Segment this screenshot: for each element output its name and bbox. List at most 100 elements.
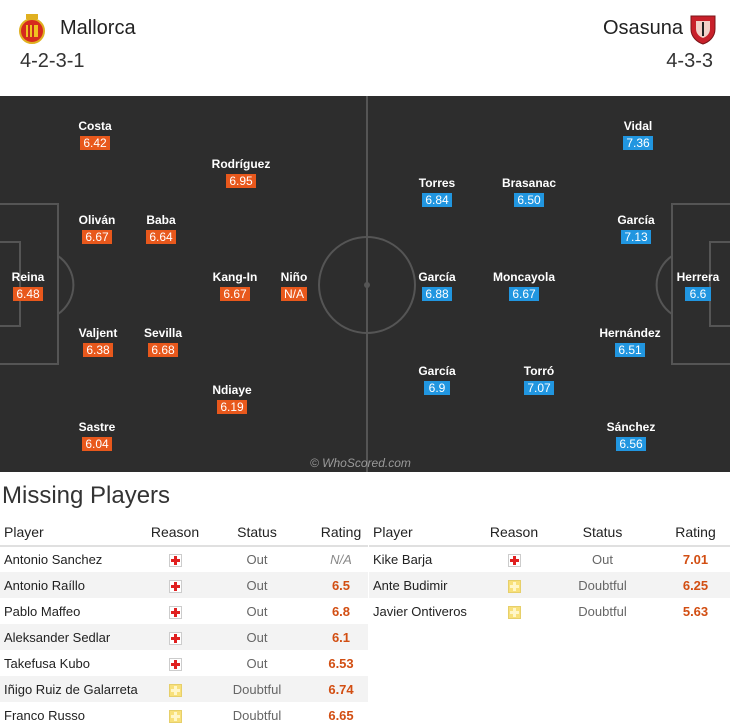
away-formation: 4-3-3 [666, 50, 713, 72]
away-player-rcb[interactable]: Hernández 6.51 [599, 326, 661, 357]
home-team-name[interactable]: Mallorca [60, 17, 136, 39]
player-rating: 6.84 [422, 193, 452, 207]
player-rating: 6.95 [226, 174, 256, 188]
rating-cell: 6.1 [314, 624, 368, 650]
home-player-rcb[interactable]: Valjent 6.38 [78, 326, 118, 357]
player-rating: 7.13 [621, 230, 651, 244]
player-rating: 7.36 [623, 136, 653, 150]
pitch-lines [0, 96, 730, 472]
player-link[interactable]: Pablo Maffeo [4, 603, 81, 619]
status-cell: Doubtful [578, 603, 627, 619]
col-reason-header[interactable]: Reason [150, 518, 200, 547]
pitch: Reina 6.48 Costa 6.42 Oliván 6.67 Valjen… [0, 96, 730, 472]
home-player-cam[interactable]: Kang-In 6.67 [212, 270, 258, 301]
status-cell: Doubtful [232, 707, 282, 723]
rating-cell: N/A [330, 552, 352, 567]
rating-cell: 7.01 [682, 552, 709, 567]
match-header: Mallorca 4-2-3-1 Osasuna 4-3-3 [0, 0, 730, 96]
player-rating: 6.51 [615, 343, 645, 357]
injury-icon [168, 657, 182, 671]
table-row: Pablo Maffeo Out 6.8 [0, 598, 368, 624]
player-rating: 6.67 [509, 287, 539, 301]
col-status-header[interactable]: Status [200, 518, 314, 547]
status-cell: Doubtful [200, 676, 314, 702]
status-cell: Doubtful [544, 572, 661, 598]
away-player-rcm[interactable]: Torró 7.07 [523, 364, 555, 395]
injury-icon [507, 554, 521, 568]
home-player-lam[interactable]: Rodríguez 6.95 [211, 157, 271, 188]
status-cell: Out [246, 655, 268, 671]
player-rating: 6.67 [82, 230, 112, 244]
rating-cell: 6.65 [328, 707, 354, 723]
player-rating: 6.56 [616, 437, 646, 451]
rating-cell: 6.8 [331, 603, 351, 619]
player-link[interactable]: Javier Ontiveros [373, 603, 467, 619]
home-player-gk[interactable]: Reina 6.48 [11, 270, 45, 301]
table-row: Iñigo Ruiz de Galarreta Doubtful 6.74 [0, 676, 368, 702]
home-player-ram[interactable]: Ndiaye 6.19 [212, 383, 252, 414]
injury-icon [168, 605, 182, 619]
away-player-lb[interactable]: Vidal 7.36 [623, 119, 653, 150]
player-link[interactable]: Antonio Sanchez [4, 552, 103, 567]
injury-icon [168, 631, 182, 645]
missing-players-title: Missing Players [2, 482, 171, 509]
away-missing-table: Player Reason Status Rating Kike Barja O… [369, 518, 730, 624]
table-row: Javier Ontiveros Doubtful 5.63 [369, 598, 730, 624]
home-missing-table: Player Reason Status Rating Antonio Sanc… [0, 518, 368, 725]
away-player-st[interactable]: García 6.88 [418, 270, 456, 301]
away-team-name[interactable]: Osasuna [602, 17, 683, 39]
player-rating: 6.6 [685, 287, 711, 301]
player-link[interactable]: Kike Barja [373, 552, 433, 567]
col-reason-header[interactable]: Reason [484, 518, 544, 547]
table-row: Franco Russo Doubtful 6.65 [0, 702, 368, 725]
status-cell: Out [200, 572, 314, 598]
away-player-lcm[interactable]: Brasanac 6.50 [501, 176, 557, 207]
player-link[interactable]: Takefusa Kubo [4, 655, 91, 671]
player-rating: 6.50 [514, 193, 544, 207]
away-player-cm[interactable]: Moncayola 6.67 [492, 270, 555, 301]
table-row: Ante Budimir Doubtful 6.25 [369, 572, 730, 598]
home-player-rdm[interactable]: Sevilla 6.68 [143, 326, 183, 357]
player-link[interactable]: Iñigo Ruiz de Galarreta [0, 676, 150, 702]
home-player-st[interactable]: Niño N/A [280, 270, 308, 301]
player-rating: 6.9 [424, 381, 450, 395]
doubtful-icon [168, 709, 182, 723]
player-link[interactable]: Ante Budimir [369, 572, 484, 598]
col-player-header[interactable]: Player [369, 518, 484, 547]
away-player-rb[interactable]: Sánchez 6.56 [606, 420, 656, 451]
status-cell: Out [592, 552, 613, 567]
home-player-rb[interactable]: Sastre 6.04 [78, 420, 116, 451]
away-player-lw[interactable]: Torres 6.84 [418, 176, 456, 207]
col-player-header[interactable]: Player [0, 518, 150, 547]
rating-cell: 6.25 [661, 572, 730, 598]
player-link[interactable]: Aleksander Sedlar [0, 624, 150, 650]
away-player-rw[interactable]: García 6.9 [418, 364, 456, 395]
home-player-lcb[interactable]: Oliván 6.67 [78, 213, 116, 244]
home-player-ldm[interactable]: Baba 6.64 [146, 213, 176, 244]
mallorca-crest-icon [19, 14, 45, 44]
player-rating: 6.64 [146, 230, 176, 244]
table-row: Antonio Raíllo Out 6.5 [0, 572, 368, 598]
table-row: Takefusa Kubo Out 6.53 [0, 650, 368, 676]
table-row: Kike Barja Out 7.01 [369, 546, 730, 572]
status-cell: Out [246, 552, 268, 567]
home-player-lb[interactable]: Costa 6.42 [78, 119, 112, 150]
player-rating: 6.67 [220, 287, 250, 301]
doubtful-icon [168, 683, 182, 697]
doubtful-icon [507, 579, 521, 593]
away-player-lcb[interactable]: García 7.13 [617, 213, 655, 244]
col-rating-header[interactable]: Rating [661, 518, 730, 547]
osasuna-crest-icon [690, 15, 716, 45]
injury-icon [168, 554, 182, 568]
player-rating: 6.68 [148, 343, 178, 357]
col-rating-header[interactable]: Rating [314, 518, 368, 547]
player-link[interactable]: Antonio Raíllo [0, 572, 150, 598]
rating-cell: 6.5 [314, 572, 368, 598]
player-rating: 7.07 [524, 381, 554, 395]
player-rating: 6.88 [422, 287, 452, 301]
col-status-header[interactable]: Status [544, 518, 661, 547]
doubtful-icon [507, 605, 521, 619]
away-player-gk[interactable]: Herrera 6.6 [676, 270, 720, 301]
player-link[interactable]: Franco Russo [4, 707, 85, 723]
rating-cell: 5.63 [682, 603, 709, 619]
